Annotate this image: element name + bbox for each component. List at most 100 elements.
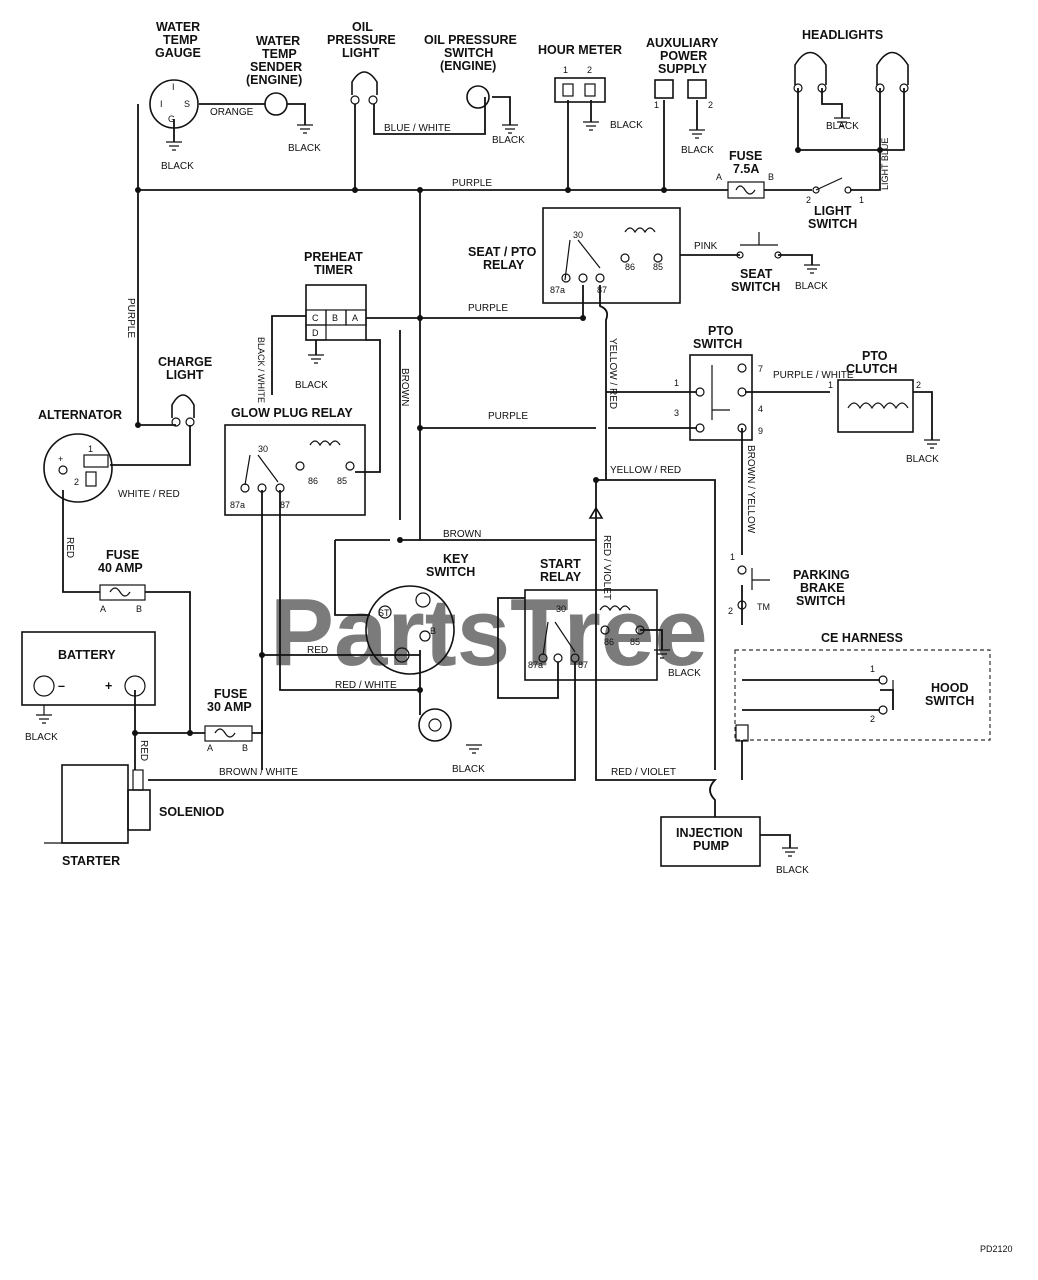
svg-text:GLOW PLUG RELAY: GLOW PLUG RELAY (231, 406, 353, 420)
svg-text:BRAKE: BRAKE (800, 581, 844, 595)
svg-text:OIL: OIL (352, 20, 373, 34)
water-temp-gauge: I S G I WATER TEMP GAUGE BLACK (149, 20, 201, 172)
svg-text:RED / WHITE: RED / WHITE (335, 680, 397, 691)
svg-text:87a: 87a (230, 500, 245, 510)
svg-text:1: 1 (730, 552, 735, 562)
svg-text:86: 86 (604, 637, 614, 647)
svg-text:BLACK: BLACK (776, 865, 809, 876)
svg-text:30 AMP: 30 AMP (207, 700, 252, 714)
svg-text:1: 1 (859, 195, 864, 205)
svg-text:ORANGE: ORANGE (210, 107, 254, 118)
svg-text:TEMP: TEMP (262, 47, 297, 61)
svg-text:1: 1 (654, 100, 659, 110)
svg-text:SEAT / PTO: SEAT / PTO (468, 245, 537, 259)
svg-text:(ENGINE): (ENGINE) (246, 73, 302, 87)
svg-text:WHITE / RED: WHITE / RED (118, 489, 180, 500)
svg-text:1: 1 (563, 65, 568, 75)
svg-text:PTO: PTO (862, 349, 888, 363)
svg-text:87: 87 (280, 500, 290, 510)
key-switch: ST B KEY SWITCH RED RED / WHITE BLACK (307, 552, 485, 775)
svg-text:7: 7 (758, 364, 763, 374)
svg-text:PTO: PTO (708, 324, 734, 338)
wire-label: YELLOW / RED (610, 465, 681, 476)
svg-text:A: A (100, 604, 106, 614)
svg-text:86: 86 (625, 262, 635, 272)
charge-light: CHARGE LIGHT (158, 355, 212, 427)
wire-label: BROWN (399, 368, 410, 406)
ground-symbols (36, 117, 940, 857)
svg-text:30: 30 (573, 230, 583, 240)
svg-text:STARTER: STARTER (62, 854, 120, 868)
svg-text:A: A (207, 743, 213, 753)
svg-text:(ENGINE): (ENGINE) (440, 59, 496, 73)
parking-brake-switch: 1 2 PARKING BRAKE SWITCH (728, 552, 850, 616)
svg-text:I: I (172, 82, 175, 92)
svg-text:7.5A: 7.5A (733, 162, 759, 176)
svg-text:TEMP: TEMP (163, 33, 198, 47)
svg-text:B: B (136, 604, 142, 614)
ce-harness-outline (734, 649, 991, 741)
svg-text:G: G (168, 114, 175, 124)
svg-text:–: – (58, 679, 65, 693)
svg-text:B: B (768, 172, 774, 182)
svg-text:SWITCH: SWITCH (693, 337, 742, 351)
svg-text:87: 87 (578, 660, 588, 670)
auxiliary-power-supply: 1 2 AUXULIARY POWER SUPPLY BLACK (646, 36, 719, 156)
svg-text:B: B (332, 313, 338, 323)
svg-text:BATTERY: BATTERY (58, 648, 116, 662)
svg-text:BLACK: BLACK (681, 145, 714, 156)
fuse-30-amp: A B FUSE 30 AMP (204, 687, 253, 753)
svg-text:RELAY: RELAY (483, 258, 525, 272)
pto-clutch: 1 2 PTO CLUTCH BLACK (828, 349, 939, 465)
svg-text:KEY: KEY (443, 552, 469, 566)
svg-text:BLACK: BLACK (668, 668, 701, 679)
seat-switch: SEAT SWITCH BLACK (731, 232, 828, 294)
svg-text:BLUE / WHITE: BLUE / WHITE (384, 123, 451, 134)
svg-text:CHARGE: CHARGE (158, 355, 212, 369)
svg-text:BLACK: BLACK (610, 120, 643, 131)
svg-text:INJECTION: INJECTION (676, 826, 743, 840)
injection-pump: INJECTION PUMP RED / VIOLET BLACK (611, 767, 809, 876)
svg-text:86: 86 (308, 476, 318, 486)
svg-text:BROWN / WHITE: BROWN / WHITE (219, 767, 298, 778)
svg-text:PREHEAT: PREHEAT (304, 250, 363, 264)
svg-text:LIGHT: LIGHT (814, 204, 852, 218)
svg-text:85: 85 (630, 637, 640, 647)
svg-text:S: S (184, 99, 190, 109)
svg-text:SUPPLY: SUPPLY (658, 62, 708, 76)
svg-text:RED / VIOLET: RED / VIOLET (611, 767, 676, 778)
svg-text:BLACK: BLACK (906, 454, 939, 465)
svg-text:PURPLE: PURPLE (125, 298, 136, 338)
svg-text:A: A (716, 172, 722, 182)
svg-text:FUSE: FUSE (106, 548, 139, 562)
trademark-mark: TM (757, 602, 770, 612)
wires (62, 88, 933, 848)
svg-text:30: 30 (258, 444, 268, 454)
svg-text:SWITCH: SWITCH (444, 46, 493, 60)
svg-text:POWER: POWER (660, 49, 707, 63)
junction-dots (132, 147, 883, 736)
svg-text:HOUR METER: HOUR METER (538, 43, 622, 57)
svg-text:SOLENIOD: SOLENIOD (159, 805, 224, 819)
svg-text:RELAY: RELAY (540, 570, 582, 584)
svg-text:WATER: WATER (156, 20, 200, 34)
svg-text:+: + (105, 679, 112, 693)
svg-text:START: START (540, 557, 581, 571)
drawing-id: PD2120 (980, 1244, 1013, 1254)
svg-text:HOOD: HOOD (931, 681, 969, 695)
light-switch: 2 1 LIGHT SWITCH (806, 177, 864, 231)
svg-text:4: 4 (758, 404, 763, 414)
wire-label: YELLOW / RED (607, 338, 618, 409)
svg-text:3: 3 (674, 408, 679, 418)
svg-text:RED: RED (138, 740, 149, 761)
seat-pto-relay: 30 87a 87 86 85 SEAT / PTO RELAY PINK (468, 207, 718, 304)
water-temp-sender: WATER TEMP SENDER (ENGINE) ORANGE BLACK (210, 34, 321, 154)
svg-text:SEAT: SEAT (740, 267, 773, 281)
svg-text:2: 2 (806, 195, 811, 205)
hood-switch: CE HARNESS 1 2 HOOD SWITCH (735, 631, 974, 742)
svg-text:1: 1 (88, 444, 93, 454)
svg-text:PURPLE / WHITE: PURPLE / WHITE (773, 370, 854, 381)
svg-text:FUSE: FUSE (214, 687, 247, 701)
svg-text:FUSE: FUSE (729, 149, 762, 163)
